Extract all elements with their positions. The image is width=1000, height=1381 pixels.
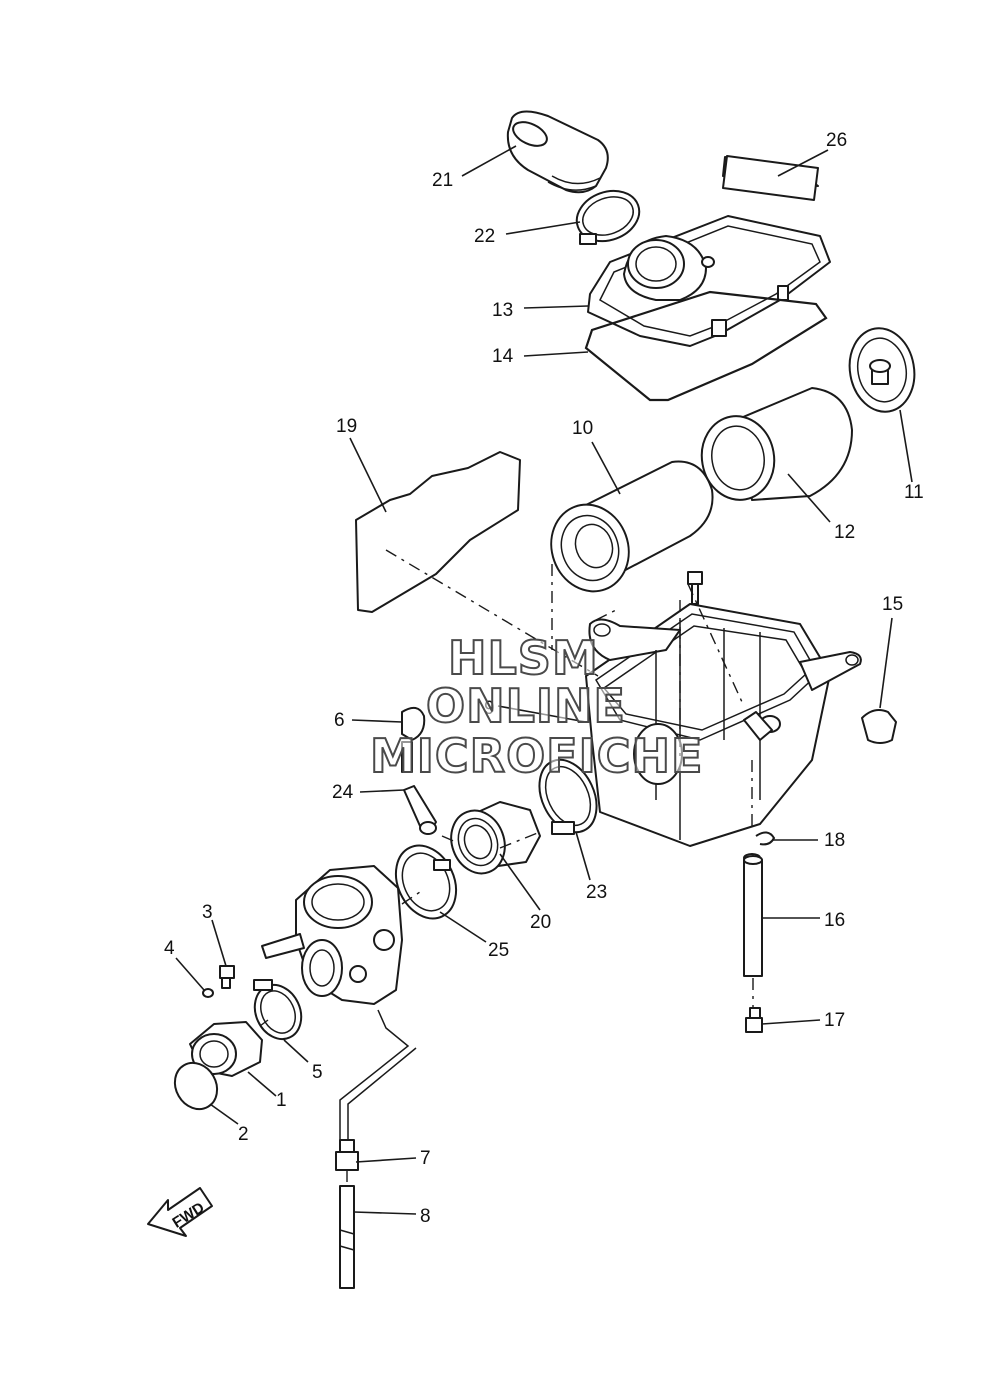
air-box-cover: [587, 215, 831, 347]
callout-11: 11: [904, 482, 924, 503]
clip-18: [755, 831, 776, 846]
leader-lines: [175, 145, 913, 1215]
callout-15: 15: [882, 594, 903, 615]
filter-element-10: [550, 460, 714, 593]
callout-5: 5: [312, 1062, 323, 1083]
callout-6: 6: [334, 710, 345, 731]
fwd-arrow-icon: FWD: [147, 1187, 213, 1237]
end-cap-11: [848, 327, 916, 413]
watermark-line-3: MICROFICHE: [370, 729, 703, 783]
hose-24: [403, 785, 437, 835]
plug-7: [335, 1139, 359, 1171]
clamp-25: [394, 844, 458, 920]
clamp-22: [575, 189, 641, 245]
callout-19: 19: [336, 416, 357, 437]
callout-numbers: 1 2 3 4 5 6 7 8 9 10 11 12 13 14 15 16 1…: [164, 130, 924, 1227]
assembly-lines: [259, 549, 754, 1186]
air-box-case: [585, 603, 862, 847]
drain-hose-16: [743, 855, 763, 977]
callout-2: 2: [238, 1124, 249, 1145]
watermark-line-1: HLSM: [448, 631, 599, 685]
plug-17: [745, 1007, 763, 1033]
carburetor: [261, 865, 417, 1141]
joint-20: [450, 801, 541, 875]
o-ring-2: [173, 1061, 219, 1111]
gasket-14: [584, 290, 828, 402]
callout-10: 10: [572, 418, 593, 439]
callout-23: 23: [586, 882, 607, 903]
callout-1: 1: [276, 1090, 287, 1111]
callout-8: 8: [420, 1206, 431, 1227]
watermark: HLSM ONLINE MICROFICHE: [369, 630, 703, 784]
callout-9: 9: [484, 698, 495, 719]
clamp-23: [538, 758, 598, 835]
callout-25: 25: [488, 940, 509, 961]
callout-18: 18: [824, 830, 845, 851]
callout-7: 7: [420, 1148, 431, 1169]
callout-26: 26: [826, 130, 847, 151]
callout-17: 17: [824, 1010, 845, 1031]
watermark-line-2: ONLINE: [426, 679, 626, 733]
callout-14: 14: [492, 346, 514, 367]
callout-22: 22: [474, 226, 495, 247]
clip-15: [861, 709, 897, 744]
callout-3: 3: [202, 902, 213, 923]
callout-21: 21: [432, 170, 453, 191]
hose-8: [339, 1185, 355, 1289]
screw-3: [219, 965, 235, 989]
callout-4: 4: [164, 938, 175, 959]
callout-24: 24: [332, 782, 354, 803]
clamp-5: [253, 979, 303, 1041]
side-cover-19: [355, 451, 521, 613]
callout-12: 12: [834, 522, 855, 543]
washer-4: [202, 988, 214, 998]
intake-duct: [506, 110, 609, 194]
breather-6: [401, 706, 426, 773]
callout-16: 16: [824, 910, 845, 931]
filter-foam-12: [700, 387, 853, 501]
callout-13: 13: [492, 300, 513, 321]
callout-20: 20: [530, 912, 551, 933]
